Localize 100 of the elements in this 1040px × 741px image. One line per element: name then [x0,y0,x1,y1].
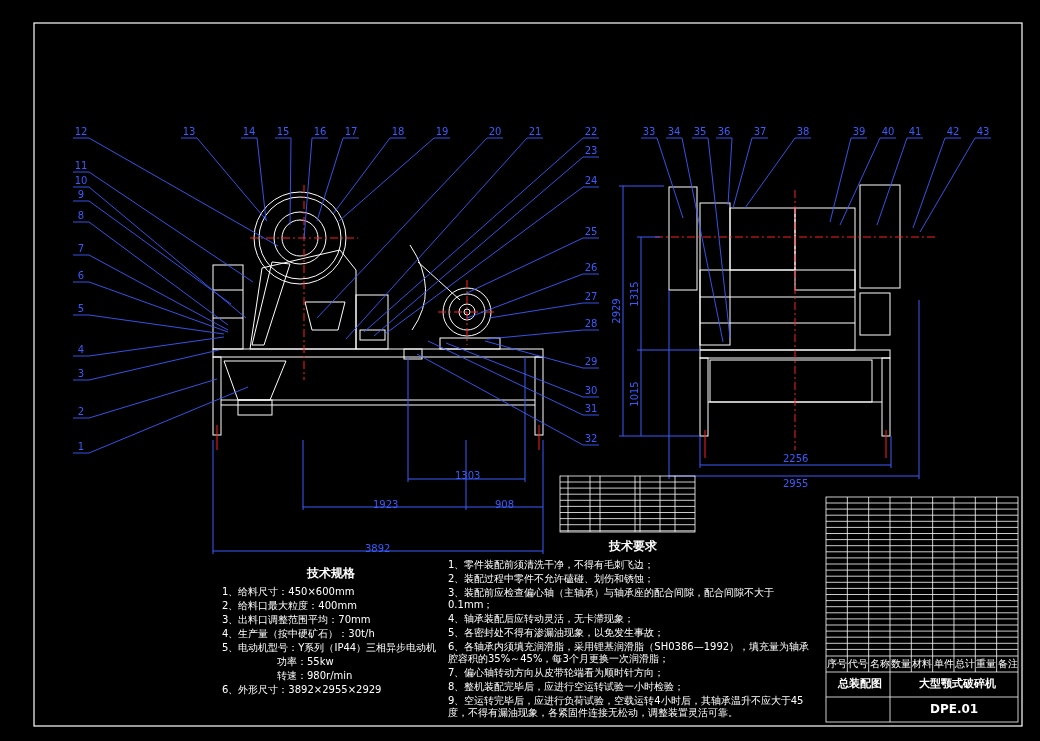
callout-number: 14 [241,126,257,138]
spec-text: 3、出料口调整范围平均：70mm [222,614,372,626]
spec-text: 2、给料口最大粒度：400mm [222,600,358,612]
leader-line [72,378,218,419]
callout-number: 9 [73,189,89,201]
leader-line [72,186,247,319]
dimension-text: 2955 [783,478,809,490]
leader-line [912,137,962,229]
callout-number: 1 [73,441,89,453]
table-header: 名称 [870,658,890,670]
requirement-text: 4、轴承装配后应转动灵活，无卡滞现象； [448,613,636,625]
callout-number: 19 [434,126,450,138]
leader-line [732,137,769,209]
dimension-text: 2929 [610,298,623,324]
leader-line [919,137,992,233]
requirement-text: 2、装配过程中零件不允许磕碰、划伤和锈蚀； [448,573,656,585]
callout-number: 36 [716,126,732,138]
table-header: 单件 [934,658,954,670]
leader-line [640,137,684,219]
callout-number: 10 [73,175,89,187]
leader-line [72,221,229,326]
leader-line [72,200,232,305]
leader-line [72,137,279,247]
requirement-text: 3、装配前应检查偏心轴（主轴承）与轴承座的配合间隙，配合间隙不大于0.1mm； [448,587,776,611]
leader-line [839,137,897,226]
leader-line [876,137,924,226]
table-header: 数量 [891,658,911,670]
callout-number: 25 [583,226,599,238]
leader-line [486,329,600,340]
dimension-text: 1015 [628,381,641,407]
callout-number: 42 [945,126,961,138]
leader-line [72,336,225,357]
section-heading: 技术要求 [608,539,658,554]
callout-number: 17 [343,126,359,138]
callout-number: 8 [73,210,89,222]
callout-number: 3 [73,368,89,380]
leader-line [416,353,600,446]
leader-line [316,137,360,222]
leader-line [303,137,329,240]
leader-line [488,302,600,319]
leader-line [466,237,600,294]
leader-line [72,314,225,335]
callout-number: 23 [583,145,599,157]
callout-number: 32 [583,433,599,445]
requirement-text: 8、整机装配完毕后，应进行空运转试验一小时检验； [448,681,686,693]
callout-number: 5 [73,303,89,315]
callout-number: 4 [73,344,89,356]
leader-line [274,137,292,226]
leader-line [72,171,254,283]
requirement-text: 5、各密封处不得有渗漏油现象，以免发生事故； [448,627,666,639]
leader-line [445,342,600,398]
table-header: 材料 [912,658,932,670]
callout-number: 40 [880,126,896,138]
leader-line [363,137,600,333]
callout-number: 37 [752,126,768,138]
spec-text: 1、给料尺寸：450×600mm [222,586,356,598]
leader-line [691,137,731,339]
callout-number: 33 [641,126,657,138]
machine-name: 大型颚式破碎机 [919,678,996,690]
leader-line [427,340,600,416]
spec-text: 5、电动机型号：Y系列（IP44）三相异步电动机 [222,642,438,654]
callout-number: 6 [73,270,89,282]
leader-line [72,386,249,454]
leader-line [829,137,868,223]
table-header: 备注 [998,658,1018,670]
requirement-text: 1、零件装配前须清洗干净，不得有毛刺飞边； [448,559,656,571]
leader-line [466,273,600,319]
drawing-title: 总装配图 [838,678,882,690]
callout-number: 41 [907,126,923,138]
leader-line [384,186,600,335]
callout-number: 13 [181,126,197,138]
section-heading: 技术规格 [306,566,356,581]
callout-number: 38 [795,126,811,138]
callout-number: 22 [583,126,599,138]
leader-line [373,156,600,337]
table-header: 序号 [827,658,847,670]
callout-number: 16 [312,126,328,138]
dimension-text: 1315 [628,281,641,307]
leader-line [338,137,451,222]
dimension-text: 2256 [783,453,809,465]
callout-number: 24 [583,175,599,187]
table-header: 总计 [955,658,975,670]
leader-line [180,137,268,222]
table-header: 代号 [848,658,868,670]
spec-text: 6、外形尺寸：3892×2955×2929 [222,684,383,696]
leader-line [345,137,544,340]
leader-line [72,254,229,331]
callout-number: 15 [275,126,291,138]
callout-number: 26 [583,262,599,274]
callout-number: 28 [583,318,599,330]
callout-number: 7 [73,243,89,255]
leader-line [715,137,733,206]
requirement-text: 9、空运转完毕后，应进行负荷试验，空载运转4小时后，其轴承温升不应大于45度，不得有漏油现象，各紧固件连接无松动，调整装置灵活可靠。 [448,695,805,719]
callout-number: 18 [390,126,406,138]
spec-text: 4、生产量（按中硬矿石）：30t/h [222,628,376,640]
table-header: 重量 [976,658,996,670]
callout-number: 43 [975,126,991,138]
requirement-text: 7、偏心轴转动方向从皮带轮端看为顺时针方向； [448,667,666,679]
dimension-text: 3892 [365,543,391,555]
callout-number: 34 [666,126,682,138]
